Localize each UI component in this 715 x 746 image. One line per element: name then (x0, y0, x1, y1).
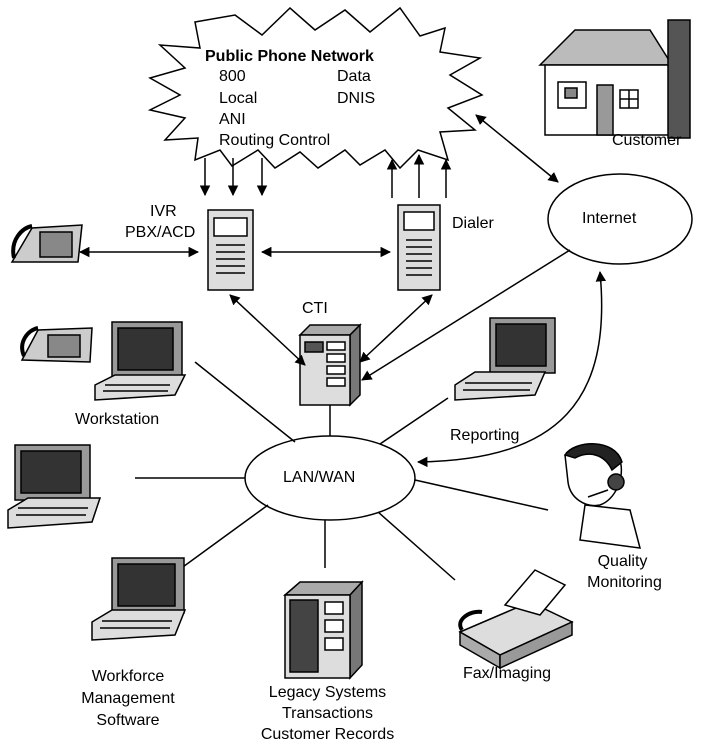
dialer-cti-arrow (359, 294, 433, 363)
public-phone-network-cloud (147, 6, 484, 170)
fax-machine-icon (458, 569, 574, 670)
desk-phone-icon (10, 224, 83, 263)
internet-label: Internet (582, 210, 637, 227)
workforce-label-1: Workforce (91, 668, 165, 685)
dialer-label: Dialer (452, 215, 494, 232)
cloud-item-dnis: DNIS (337, 90, 376, 107)
ivr-cti-arrow (229, 294, 306, 366)
legacy-label-3: Customer Records (260, 726, 395, 743)
workstation-label: Workstation (75, 411, 160, 428)
reporting-computer-icon (454, 317, 556, 401)
ivr-label: IVR (150, 203, 177, 220)
internet-ellipse (547, 173, 693, 265)
workforce-label-2: Management (81, 690, 175, 707)
customer-house-icon (538, 19, 691, 139)
cloud-to-ivr-arrows (199, 158, 268, 197)
internet-lan-arrow (416, 270, 607, 468)
workforce-label-3: Software (96, 712, 160, 729)
cloud-item-local: Local (219, 90, 258, 107)
quality-monitoring-person-icon (563, 443, 642, 549)
legacy-mainframe-icon (282, 580, 364, 680)
cloud-item-800: 800 (219, 68, 246, 85)
cloud-item-ani: ANI (219, 111, 246, 128)
cloud-item-routing: Routing Control (219, 132, 331, 149)
customer-internet-arrow (475, 114, 559, 183)
legacy-label-1: Legacy Systems (268, 684, 387, 701)
ivr-server-icon (207, 209, 254, 291)
reporting-label: Reporting (450, 427, 520, 444)
workstation-computer-icon (94, 321, 187, 401)
cti-label: CTI (302, 300, 328, 317)
cloud-item-data: Data (337, 68, 371, 85)
dialer-server-icon (397, 204, 441, 291)
legacy-label-2: Transactions (282, 705, 373, 722)
quality-label-1: Quality (597, 553, 648, 570)
quality-label-2: Monitoring (587, 574, 662, 591)
pbx-label: PBX/ACD (125, 224, 196, 241)
fax-label: Fax/Imaging (463, 665, 552, 682)
cti-server-icon (298, 323, 362, 407)
dialer-to-cloud-arrows (386, 153, 452, 198)
lanwan-label: LAN/WAN (283, 469, 356, 486)
workstation-phone-icon (20, 326, 93, 363)
cloud-title: Public Phone Network (205, 48, 374, 65)
middle-computer-icon (7, 444, 102, 529)
workforce-computer-icon (91, 557, 187, 641)
customer-label: Customer (612, 132, 682, 149)
